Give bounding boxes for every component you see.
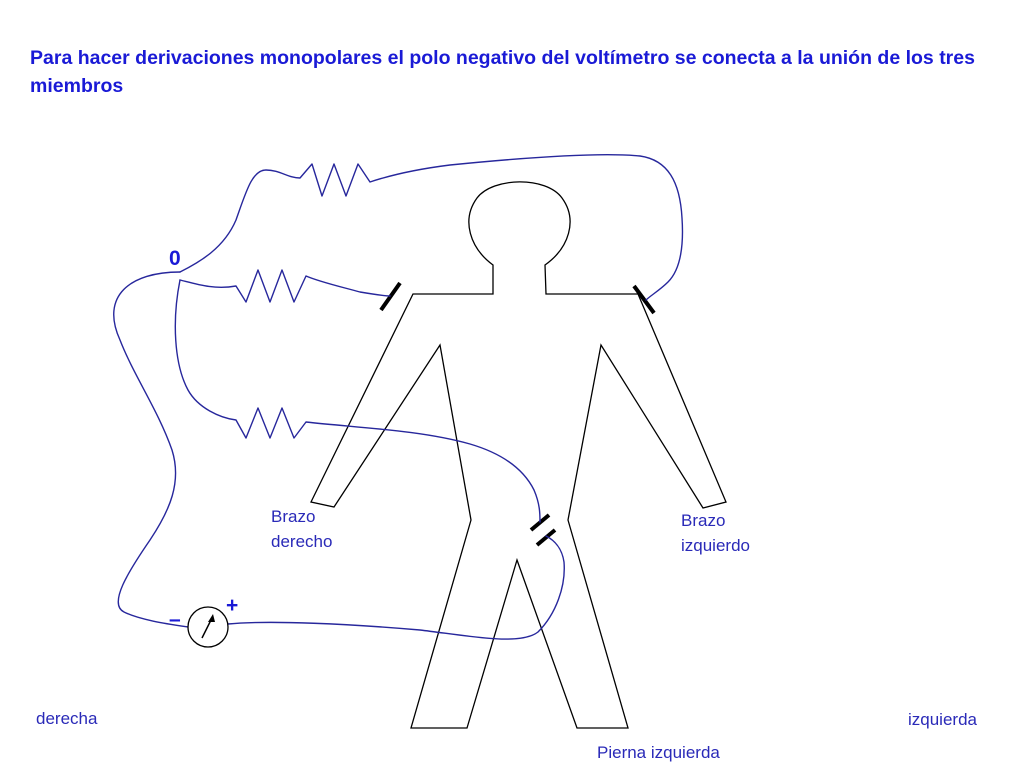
electrodes xyxy=(379,281,656,547)
electrode-left-arm xyxy=(632,284,656,315)
body-outline xyxy=(310,181,727,729)
junction-label: 0 xyxy=(169,247,181,270)
label-left-side: izquierda xyxy=(908,710,977,729)
wire-left-arm xyxy=(179,154,684,301)
electrode-right-arm xyxy=(379,281,402,312)
label-left-leg: Pierna izquierda xyxy=(597,743,720,762)
label-right-side: derecha xyxy=(36,709,98,728)
label-left-arm: Brazo izquierdo xyxy=(681,511,750,555)
body-silhouette xyxy=(310,181,727,729)
voltmeter xyxy=(187,606,229,648)
label-right-arm: Brazo derecho xyxy=(271,507,333,551)
wiring xyxy=(113,154,684,640)
electrode-left-leg-b xyxy=(535,528,557,547)
voltmeter-needle-arrow-icon xyxy=(208,614,215,622)
slide-title: Para hacer derivaciones monopolares el p… xyxy=(30,47,975,97)
wire-voltmeter-positive xyxy=(227,535,565,640)
voltmeter-plus-sign: + xyxy=(226,594,239,617)
wire-voltmeter-negative xyxy=(113,271,189,628)
wire-right-arm xyxy=(179,269,391,303)
wire-left-leg xyxy=(174,279,541,523)
voltmeter-minus-sign: – xyxy=(169,608,181,631)
